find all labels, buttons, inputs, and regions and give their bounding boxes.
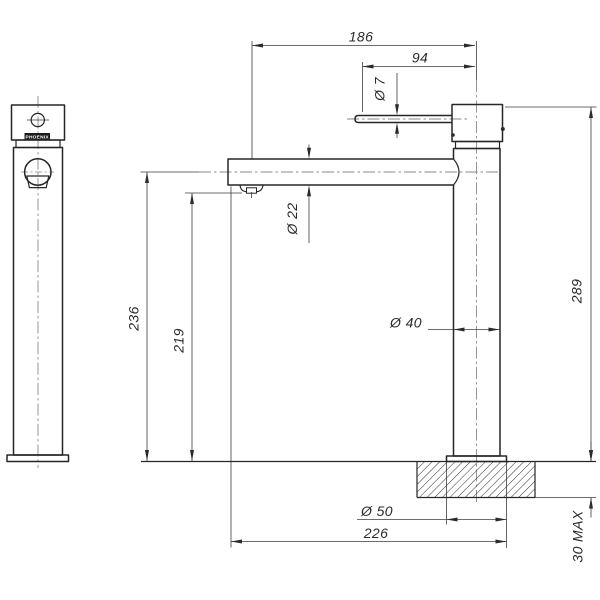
dim-94-label: 94 xyxy=(412,50,428,66)
dim-30max-label: 30 MAX xyxy=(570,510,586,562)
dim-289-label: 289 xyxy=(569,279,585,305)
dim-overall-height: 289 xyxy=(505,106,597,461)
front-view: PHOENIX xyxy=(6,104,70,463)
dim-d7-label: Ø 7 xyxy=(372,76,388,102)
dim-deck-max: 30 MAX xyxy=(570,441,593,563)
dim-d22-label: Ø 22 xyxy=(284,203,300,236)
front-screw-circle xyxy=(30,112,45,128)
front-base-plate xyxy=(6,454,70,463)
handle-lever xyxy=(354,114,453,124)
neck-collar xyxy=(454,140,501,150)
dim-outlet-height: 219 xyxy=(171,192,242,461)
dim-219-label: 219 xyxy=(171,328,187,354)
base-flange xyxy=(445,455,508,463)
dim-overall-reach: 226 xyxy=(230,186,507,548)
dim-handle-lever-dia: Ø 7 xyxy=(372,73,399,138)
front-aerator xyxy=(26,175,50,189)
spout-body-junction xyxy=(453,158,460,186)
head-pin-left xyxy=(451,133,455,137)
head-pin-right xyxy=(500,127,505,131)
dim-d50-label: Ø 50 xyxy=(360,503,393,519)
bench-hatch xyxy=(417,461,535,498)
centerlines xyxy=(21,41,500,504)
spout xyxy=(227,158,454,186)
side-view xyxy=(227,103,508,463)
dim-base-dia: Ø 50 xyxy=(357,456,507,548)
dim-236-label: 236 xyxy=(126,306,142,332)
body-column xyxy=(452,147,501,457)
dim-spout-center-reach: 186 xyxy=(251,29,475,159)
brand-logo-text: PHOENIX xyxy=(26,134,50,140)
mixer-head xyxy=(451,103,504,143)
dim-spout-dia: Ø 22 xyxy=(284,144,311,243)
dim-226-label: 226 xyxy=(363,525,389,541)
brand-badge xyxy=(24,133,50,140)
front-spout-boss xyxy=(23,158,52,186)
dim-body-dia: Ø 40 xyxy=(389,315,500,332)
dim-d40-label: Ø 40 xyxy=(389,315,422,331)
bench-section xyxy=(141,460,596,499)
dim-spout-height: 236 xyxy=(126,171,199,461)
dim-handle-reach: 94 xyxy=(362,50,475,112)
dim-186-label: 186 xyxy=(349,29,374,45)
